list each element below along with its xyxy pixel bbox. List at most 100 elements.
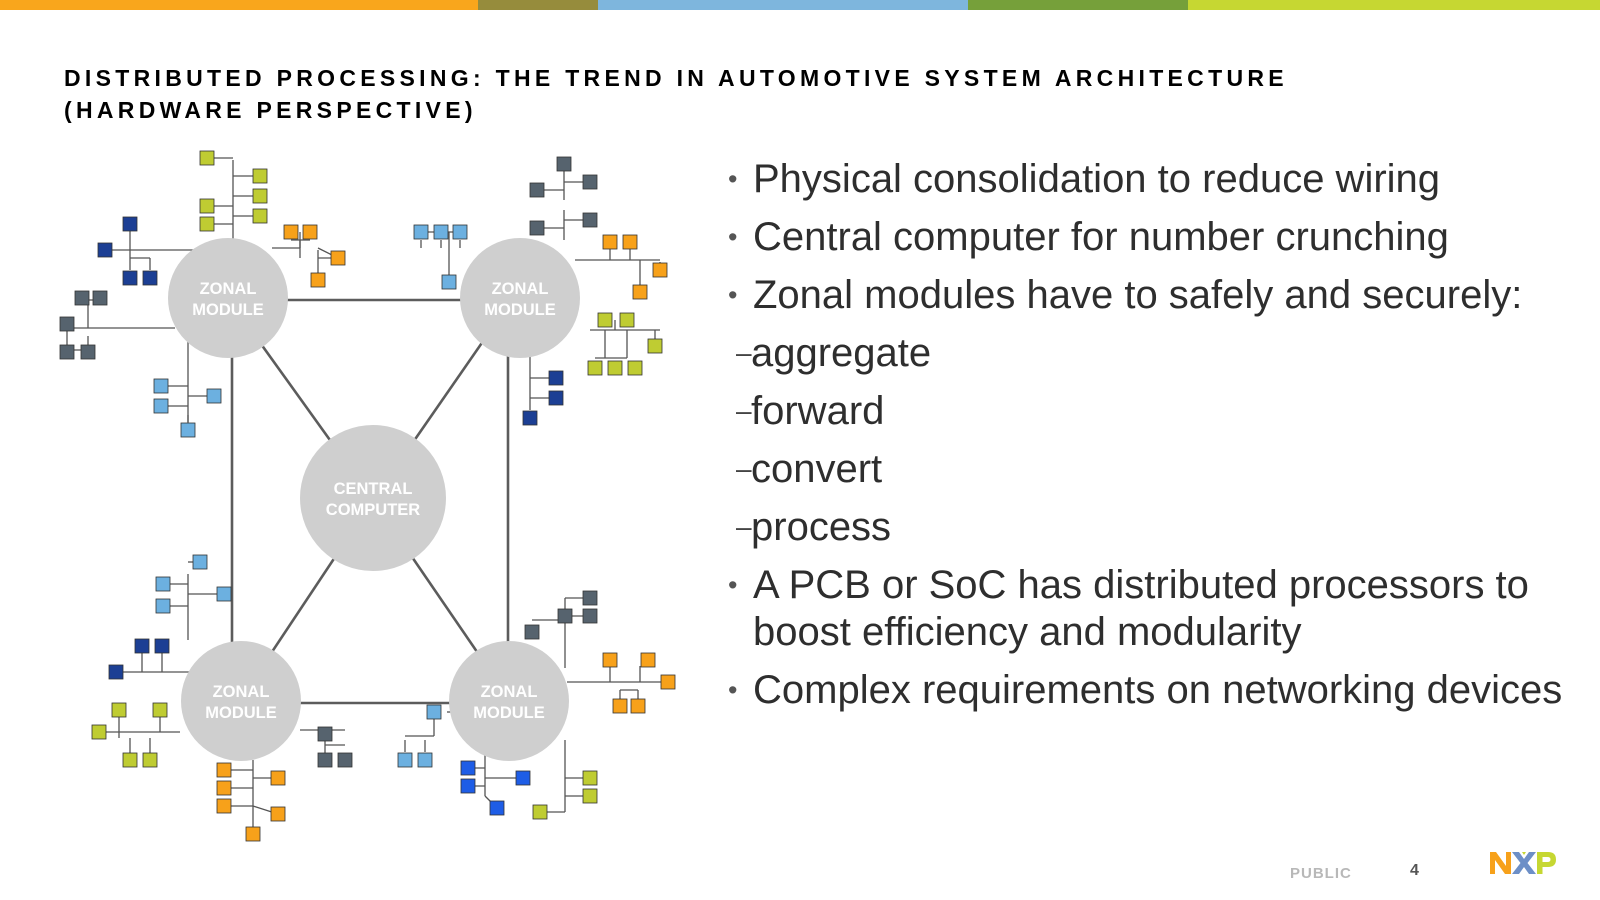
ecu-node-darkblue xyxy=(548,390,564,406)
zonal-module-label-line2: MODULE xyxy=(484,301,556,319)
ecu-node-darkblue xyxy=(97,242,113,258)
ecu-node-lightblue xyxy=(155,576,171,592)
bullet-item: Central computer for number crunching xyxy=(728,214,1588,261)
top-bar-lime xyxy=(1188,0,1600,10)
ecu-node-lightblue xyxy=(153,398,169,414)
sub-bullet-item: convert xyxy=(728,445,1588,493)
ecu-node-slate xyxy=(582,590,598,606)
ecu-node-orange xyxy=(330,250,346,266)
ecu-node-blue xyxy=(460,778,476,794)
page-number: 4 xyxy=(1410,862,1419,879)
top-color-bar xyxy=(0,0,1600,10)
ecu-node-orange xyxy=(216,780,232,796)
ecu-node-orange xyxy=(245,826,261,842)
central-computer-label-line1: CENTRAL xyxy=(334,480,413,498)
ecu-node-orange xyxy=(283,224,299,240)
ecu-node-blue xyxy=(515,770,531,786)
central-computer-label-line2: COMPUTER xyxy=(326,501,421,519)
ecu-node-yellow xyxy=(142,752,158,768)
bullet-item: A PCB or SoC has distributed processors … xyxy=(728,562,1588,656)
zonal-module-circle xyxy=(449,641,569,761)
zonal-module-label-line2: MODULE xyxy=(205,704,277,722)
ecu-node-orange xyxy=(216,798,232,814)
ecu-node-orange xyxy=(612,698,628,714)
zonal-module-circle xyxy=(460,238,580,358)
ecu-node-yellow xyxy=(597,312,613,328)
ecu-node-slate xyxy=(529,182,545,198)
ecu-node-blue xyxy=(460,760,476,776)
bullet-item: Complex requirements on networking devic… xyxy=(728,667,1588,714)
ecu-node-orange xyxy=(216,762,232,778)
ecu-node-slate xyxy=(582,212,598,228)
ecu-node-yellow xyxy=(582,770,598,786)
ecu-node-lightblue xyxy=(426,704,442,720)
zonal-module-label-line1: ZONAL xyxy=(200,280,257,298)
ecu-node-yellow xyxy=(587,360,603,376)
ecu-node-lightblue xyxy=(452,224,468,240)
ecu-node-lightblue xyxy=(417,752,433,768)
ecu-node-orange xyxy=(622,234,638,250)
ecu-node-yellow xyxy=(111,702,127,718)
ecu-node-lightblue xyxy=(206,388,222,404)
ecu-node-blue xyxy=(489,800,505,816)
ecu-node-lightblue xyxy=(192,554,208,570)
zonal-module-top-left: ZONAL MODULE xyxy=(168,238,288,358)
ecu-node-lightblue xyxy=(180,422,196,438)
zonal-module-label-line1: ZONAL xyxy=(481,683,538,701)
ecu-node-yellow xyxy=(582,788,598,804)
zonal-module-bottom-right: ZONAL MODULE xyxy=(449,641,569,761)
ecu-node-darkblue xyxy=(154,638,170,654)
ecu-node-slate xyxy=(317,752,333,768)
ecu-node-lightblue xyxy=(153,378,169,394)
ecu-node-darkblue xyxy=(122,216,138,232)
top-bar-blue xyxy=(598,0,968,10)
ecu-node-orange xyxy=(602,652,618,668)
ecu-node-slate xyxy=(59,344,75,360)
ecu-node-orange xyxy=(660,674,676,690)
ecu-node-slate xyxy=(317,726,333,742)
top-bar-olive xyxy=(478,0,598,10)
ecu-node-yellow xyxy=(152,702,168,718)
central-computer: CENTRAL COMPUTER xyxy=(300,425,446,571)
ecu-node-darkblue xyxy=(142,270,158,286)
ecu-node-yellow xyxy=(199,216,215,232)
ecu-node-slate xyxy=(524,624,540,640)
ecu-node-yellow xyxy=(627,360,643,376)
top-bar-orange xyxy=(0,0,478,10)
zonal-module-circle xyxy=(181,641,301,761)
ecu-node-yellow xyxy=(252,168,268,184)
ecu-node-yellow xyxy=(647,338,663,354)
ecu-node-orange xyxy=(632,284,648,300)
ecu-node-darkblue xyxy=(522,410,538,426)
ecu-node-yellow xyxy=(619,312,635,328)
zonal-module-circle xyxy=(168,238,288,358)
ecu-node-darkblue xyxy=(122,270,138,286)
ecu-node-orange xyxy=(630,698,646,714)
ecu-node-lightblue xyxy=(413,224,429,240)
bullet-item: Zonal modules have to safely and securel… xyxy=(728,272,1588,319)
ecu-node-slate xyxy=(80,344,96,360)
nxp-logo-icon xyxy=(1490,852,1556,874)
ecu-node-darkblue xyxy=(108,664,124,680)
ecu-node-lightblue xyxy=(433,224,449,240)
zonal-module-label-line1: ZONAL xyxy=(492,280,549,298)
central-computer-circle xyxy=(300,425,446,571)
slide-title: DISTRIBUTED PROCESSING: THE TREND IN AUT… xyxy=(64,62,1484,126)
ecu-node-orange xyxy=(310,272,326,288)
ecu-node-orange xyxy=(302,224,318,240)
zonal-architecture-diagram: ZONAL MODULE ZONAL MODULE ZONAL MODULE Z… xyxy=(59,150,676,842)
ecu-node-darkblue xyxy=(134,638,150,654)
zonal-module-top-right: ZONAL MODULE xyxy=(460,238,580,358)
ecu-node-yellow xyxy=(252,188,268,204)
ecu-node-yellow xyxy=(199,150,215,166)
ecu-node-slate xyxy=(582,174,598,190)
ecu-node-yellow xyxy=(91,724,107,740)
ecu-node-yellow xyxy=(252,208,268,224)
ecu-node-slate xyxy=(582,608,598,624)
ecu-node-yellow xyxy=(199,198,215,214)
ecu-node-slate xyxy=(557,608,573,624)
slide-title-line1: DISTRIBUTED PROCESSING: THE TREND IN AUT… xyxy=(64,65,1288,91)
ecu-node-orange xyxy=(270,806,286,822)
ecu-node-lightblue xyxy=(397,752,413,768)
classification-label: PUBLIC xyxy=(1290,865,1352,882)
